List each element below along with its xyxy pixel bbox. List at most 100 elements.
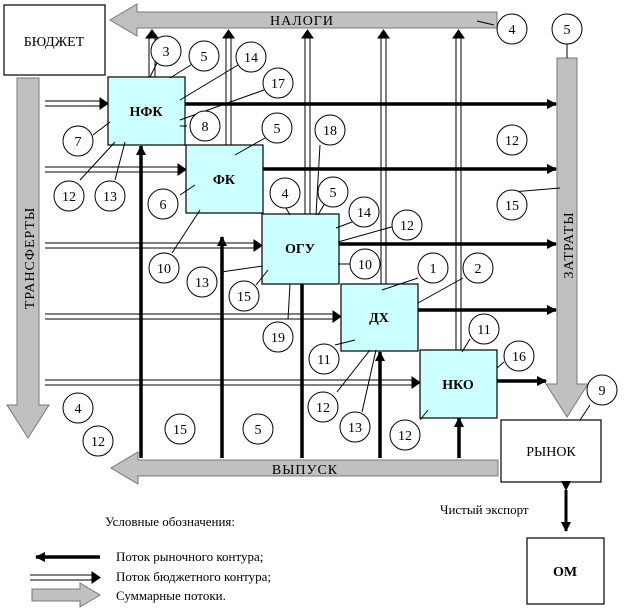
circle-9 — [586, 374, 618, 406]
circle-4 — [62, 392, 94, 424]
circle-number-7: 7 — [75, 135, 82, 150]
legend-total-arrow — [31, 582, 101, 608]
circle-number-15: 15 — [505, 199, 519, 214]
circle-number-4: 4 — [75, 402, 82, 417]
circle-number-10: 10 — [358, 258, 372, 273]
transfers-arrow — [6, 77, 50, 439]
circle-12 — [391, 209, 423, 241]
circle-number-12: 12 — [400, 219, 414, 234]
circle-10 — [349, 248, 381, 280]
circle-number-15: 15 — [237, 290, 251, 305]
circle-8 — [189, 110, 221, 142]
market-box — [500, 419, 602, 483]
svg-text:ДХ: ДХ — [369, 311, 389, 326]
circle-13 — [94, 180, 126, 212]
output-label: ВЫПУСК — [272, 463, 338, 478]
circle-11 — [468, 313, 500, 345]
svg-text:ФК: ФК — [213, 173, 236, 188]
output-arrow — [110, 451, 499, 485]
taxes-arrow — [109, 3, 498, 37]
circle-number-12: 12 — [398, 429, 412, 444]
circle-number-1: 1 — [430, 262, 437, 277]
circle-4 — [269, 177, 301, 209]
circle-number-13: 13 — [103, 190, 117, 205]
circle-5 — [261, 112, 293, 144]
circle-13 — [186, 266, 218, 298]
circle-12 — [496, 124, 528, 156]
transfers-label: ТРАНСФЕРТЫ — [23, 207, 38, 309]
circle-number-3: 3 — [163, 45, 170, 60]
circle-number-6: 6 — [160, 198, 167, 213]
node-fk: ФК — [185, 144, 264, 214]
circle-14 — [348, 196, 380, 228]
circle-number-4: 4 — [282, 187, 289, 202]
circle-12 — [53, 180, 85, 212]
om-box — [526, 537, 605, 605]
circle-number-10: 10 — [157, 262, 171, 277]
circle-12 — [307, 391, 339, 423]
circle-14 — [235, 41, 267, 73]
circle-number-12: 12 — [505, 134, 519, 149]
legend-budget-label: Поток бюджетного контура; — [116, 569, 271, 584]
svg-text:НФК: НФК — [129, 105, 163, 120]
legend-title: Условные обозначения: — [105, 514, 235, 529]
circle-11 — [308, 343, 340, 375]
market-label: РЫНОК — [526, 445, 576, 460]
circle-5 — [551, 13, 583, 45]
circle-15 — [164, 413, 196, 445]
circle-number-19: 19 — [271, 331, 285, 346]
circle-7 — [62, 125, 94, 157]
circle-number-11: 11 — [317, 353, 330, 368]
circle-5 — [242, 413, 274, 445]
budget-flows — [45, 97, 421, 389]
costs-label: ЗАТРАТЫ — [562, 211, 577, 278]
circle-10 — [148, 252, 180, 284]
budget-box — [3, 4, 106, 76]
circle-number-17: 17 — [271, 77, 285, 92]
svg-text:НКО: НКО — [442, 378, 474, 393]
circle-number-12: 12 — [91, 435, 105, 450]
circle-number-5: 5 — [201, 50, 208, 65]
costs-arrow — [545, 57, 589, 418]
node-ogu: ОГУ — [261, 213, 340, 285]
circle-12 — [82, 425, 114, 457]
circle-number-12: 12 — [62, 190, 76, 205]
circle-13 — [339, 411, 371, 443]
circle-2 — [462, 252, 494, 284]
taxes-label: НАЛОГИ — [270, 14, 334, 29]
om-label: ОМ — [553, 565, 577, 580]
circle-15 — [496, 189, 528, 221]
circle-number-5: 5 — [564, 23, 571, 38]
circle-number-11: 11 — [477, 323, 490, 338]
leader-lines — [79, 20, 591, 421]
svg-text:ОГУ: ОГУ — [285, 242, 315, 257]
cost-flows — [185, 99, 557, 386]
circle-19 — [262, 321, 294, 353]
circle-number-5: 5 — [274, 122, 281, 137]
circle-number-16: 16 — [512, 350, 526, 365]
circle-3 — [150, 35, 182, 67]
circle-number-15: 15 — [173, 423, 187, 438]
circle-6 — [147, 188, 179, 220]
circle-4 — [496, 13, 528, 45]
circle-number-14: 14 — [244, 51, 258, 66]
circle-number-5: 5 — [330, 186, 337, 201]
circle-number-4: 4 — [509, 23, 516, 38]
circle-number-14: 14 — [357, 206, 371, 221]
budget-label: БЮДЖЕТ — [24, 35, 85, 50]
legend-market-label: Поток рыночного контура; — [116, 549, 263, 564]
circle-number-13: 13 — [348, 421, 362, 436]
circle-number-2: 2 — [475, 262, 482, 277]
node-nko: НКО — [419, 349, 498, 419]
circle-18 — [314, 114, 346, 146]
circle-number-5: 5 — [255, 423, 262, 438]
circle-17 — [262, 67, 294, 99]
net-export-label: Чистый экспорт — [440, 502, 529, 517]
circle-1 — [417, 252, 449, 284]
node-nfk: НФК — [107, 76, 186, 146]
circle-16 — [503, 340, 535, 372]
circle-number-18: 18 — [323, 124, 337, 139]
circle-15 — [228, 280, 260, 312]
